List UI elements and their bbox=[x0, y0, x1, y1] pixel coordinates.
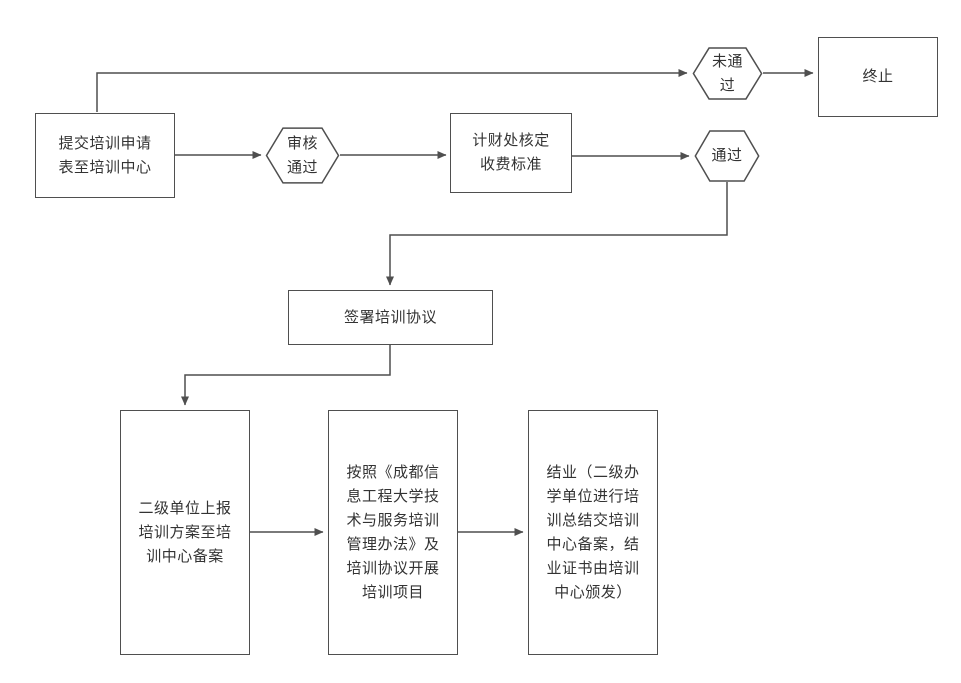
node-terminate-label: 终止 bbox=[862, 68, 894, 85]
node-sign-agreement: 签署培训协议 bbox=[288, 290, 493, 345]
hexagon-shape bbox=[694, 130, 760, 182]
node-completion-certificate: 结业（二级办 学单位进行培 训总结交培训 中心备案，结 业证书由培训 中心颁发） bbox=[528, 410, 658, 655]
node-not-passed-label: 未通 过 bbox=[711, 52, 743, 94]
node-sign-agreement-label: 签署培训协议 bbox=[343, 308, 437, 326]
node-passed-decision: 通过 bbox=[694, 130, 760, 182]
connector-sign-to-report bbox=[181, 345, 391, 406]
node-conduct-training: 按照《成都信 息工程大学技 术与服务培训 管理办法》及 培训协议开展 培训项目 bbox=[328, 410, 458, 655]
node-passed-label: 通过 bbox=[711, 147, 743, 164]
hexagon-shape bbox=[265, 127, 340, 184]
node-review-pass-label: 审核 通过 bbox=[286, 134, 318, 176]
node-submit-application-label: 提交培训申请 表至培训中心 bbox=[58, 134, 152, 176]
node-finance-fee-standard: 计财处核定 收费标准 bbox=[450, 113, 572, 193]
connector-passed-to-sign bbox=[386, 182, 728, 286]
node-completion-certificate-label: 结业（二级办 学单位进行培 训总结交培训 中心备案，结 业证书由培训 中心颁发） bbox=[546, 463, 640, 601]
node-submit-application: 提交培训申请 表至培训中心 bbox=[35, 113, 175, 198]
node-terminate: 终止 bbox=[818, 37, 938, 117]
node-not-passed-decision: 未通 过 bbox=[692, 47, 763, 100]
node-review-pass-decision: 审核 通过 bbox=[265, 127, 340, 184]
node-report-plan-filing-label: 二级单位上报 培训方案至培 训中心备案 bbox=[138, 499, 232, 565]
node-conduct-training-label: 按照《成都信 息工程大学技 术与服务培训 管理办法》及 培训协议开展 培训项目 bbox=[346, 463, 440, 601]
node-report-plan-filing: 二级单位上报 培训方案至培 训中心备案 bbox=[120, 410, 250, 655]
node-finance-fee-standard-label: 计财处核定 收费标准 bbox=[472, 132, 550, 173]
hexagon-shape bbox=[692, 47, 763, 100]
connector-submit-to-not-passed bbox=[96, 69, 688, 112]
